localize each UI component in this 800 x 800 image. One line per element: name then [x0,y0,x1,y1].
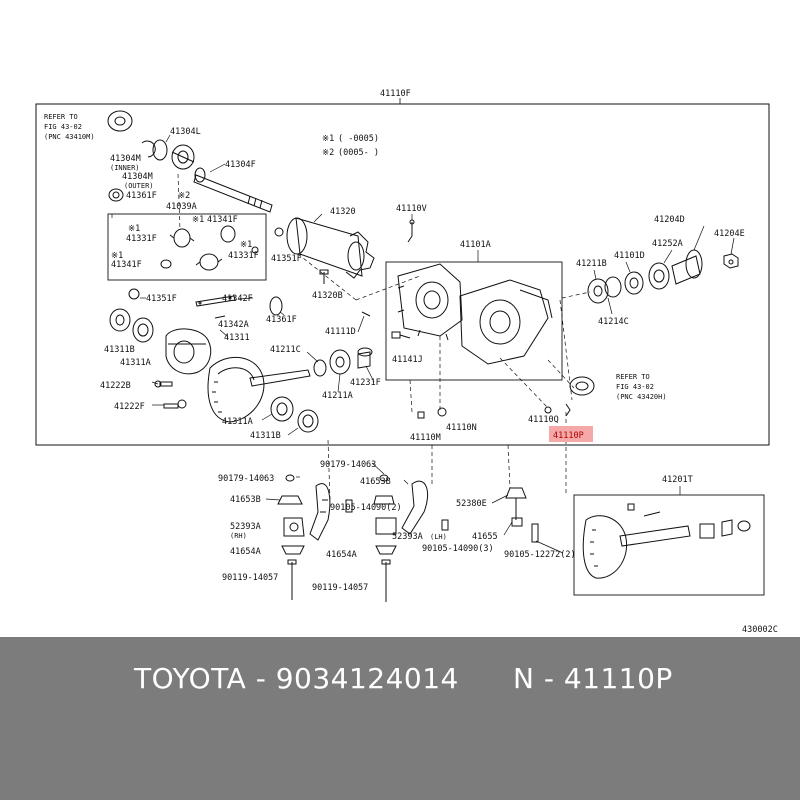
label-52393A-lh: 52393A [392,532,423,542]
label-41211C: 41211C [270,345,301,355]
refer-right-2: FIG 43-02 [616,383,654,391]
label-outer: (OUTER) [124,182,154,190]
legend-text-1: ( -0005) [338,134,379,144]
label-41222B: 41222B [100,381,131,391]
label-90105-12272: 90105-12272(2) [504,550,576,560]
label-41304L: 41304L [170,127,201,137]
label-41361F-a: 41361F [126,191,157,201]
label-41311: 41311 [224,333,250,343]
refer-top-1: REFER TO [44,113,78,121]
label-41110M: 41110M [410,433,441,443]
assembly-label: 41110F [380,89,411,99]
label-mark1-a: ※1 [192,215,204,225]
label-90179-b: 90179-14063 [320,460,376,470]
label-41111D: 41111D [325,327,356,337]
part-shapes [107,110,751,602]
label-41341F-b: 41341F [111,260,142,270]
label-41320: 41320 [330,207,356,217]
label-52393A-rh: 52393A [230,522,261,532]
label-90105-3: 90105-14090(3) [422,544,494,554]
ring-gear-box [573,494,765,596]
label-41222F: 41222F [114,402,145,412]
refer-right-3: (PNC 43420H) [616,393,667,401]
label-41351F-b: 41351F [146,294,177,304]
label-41653B-a: 41653B [230,495,261,505]
label-41304F: 41304F [225,160,256,170]
label-41311A-b: 41311A [222,417,253,427]
label-41341F-a: 41341F [207,215,238,225]
pinion-box [107,213,267,281]
label-41211A: 41211A [322,391,353,401]
label-41110P: 41110P [553,431,584,441]
refer-right-1: REFER TO [616,373,650,381]
parts-diagram: 41110F ※1 ( -0005) ※2 (0005- ) REFER TO … [35,89,778,635]
label-41342A: 41342A [218,320,249,330]
label-41311A-a: 41311A [120,358,151,368]
label-41204E: 41204E [714,229,745,239]
carrier-box [385,261,563,381]
label-41304M-outer: 41304M [122,172,153,182]
label-mark1-c: ※1 [240,240,252,250]
label-41214C: 41214C [598,317,629,327]
label-inner: (INNER) [110,164,140,172]
target-part-highlight [549,426,593,442]
label-mark1-d: ※1 [111,251,123,261]
dashed-lines [177,173,591,501]
label-41201T: 41201T [662,475,693,485]
label-41653B-b: 41653B [360,477,391,487]
label-41204D: 41204D [654,215,685,225]
footer-diagram-ref: N - 41110P [513,662,673,695]
label-41311B-a: 41311B [104,345,135,355]
label-52380E: 52380E [456,499,487,509]
footer-bar [0,637,800,800]
label-41311B-b: 41311B [250,431,281,441]
label-41654A-b: 41654A [326,550,357,560]
legend-mark-2: ※2 [322,148,334,158]
label-rh: (RH) [230,532,247,540]
label-41331F-a: 41331F [126,234,157,244]
label-41252A: 41252A [652,239,683,249]
label-90119-b: 90119-14057 [312,583,368,593]
label-lh: (LH) [430,533,447,541]
refer-top-2: FIG 43-02 [44,123,82,131]
label-41654A-a: 41654A [230,547,261,557]
label-90179-a: 90179-14063 [218,474,274,484]
label-41342F: 41342F [222,294,253,304]
diagram-code: 430002C [742,625,778,635]
label-41039A: 41039A [166,202,197,212]
label-41110N: 41110N [446,423,477,433]
label-mark2: ※2 [178,191,190,201]
label-41320B: 41320B [312,291,343,301]
label-41304M-inner: 41304M [110,154,141,164]
label-90105-2: 90105-14090(2) [330,503,402,513]
label-41211B: 41211B [576,259,607,269]
label-41351F-a: 41351F [271,254,302,264]
label-41110V: 41110V [396,204,427,214]
leader-lines [111,134,735,554]
label-90119-a: 90119-14057 [222,573,278,583]
footer-part-number: TOYOTA - 9034124014 [134,662,459,695]
refer-top-3: (PNC 43410M) [44,133,95,141]
label-41110Q: 41110Q [528,415,559,425]
legend-mark-1: ※1 [322,134,334,144]
assembly-frame [35,103,770,446]
label-mark1-b: ※1 [128,224,140,234]
label-41101D: 41101D [614,251,645,261]
label-41101A: 41101A [460,240,491,250]
label-41361F-b: 41361F [266,315,297,325]
label-41655: 41655 [472,532,498,542]
label-41141J: 41141J [392,355,423,365]
label-41331F-b: 41331F [228,251,259,261]
legend-text-2: (0005- ) [338,148,379,158]
label-41231F: 41231F [350,378,381,388]
